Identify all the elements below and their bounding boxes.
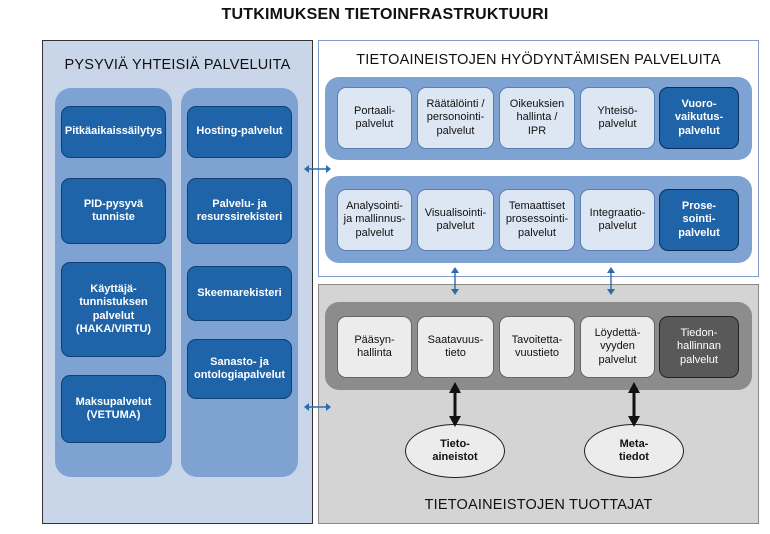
service-resource-registry: Palvelu- ja resurssirekisteri [187,178,292,244]
service-data-management: Tiedon- hallinnan palvelut [659,316,739,378]
double-arrow-left-bottom [304,403,331,411]
service-personalization: Räätälöinti / personointi- palvelut [417,87,494,149]
service-hosting: Hosting-palvelut [187,106,292,158]
double-arrow-vertical-1 [451,267,459,295]
service-availability-info: Saatavuus- tieto [417,316,494,378]
oval-metadata: Meta- tiedot [584,424,684,478]
service-persistent-identifier: PID-pysyvä tunniste [61,178,166,244]
double-arrow-datasets [449,382,461,427]
service-user-authentication: Käyttäjä- tunnistuksen palvelut (HAKA/VI… [61,262,166,357]
double-arrow-left-top [304,165,331,173]
service-portal: Portaali- palvelut [337,87,412,149]
panel-utilization-heading: TIETOAINEISTOJEN HYÖDYNTÄMISEN PALVELUIT… [356,52,721,68]
service-access-control: Pääsyn- hallinta [337,316,412,378]
double-arrow-metadata [628,382,640,427]
service-interaction: Vuoro- vaikutus- palvelut [659,87,739,149]
service-vocabulary-ontology: Sanasto- ja ontologiapalvelut [187,339,292,399]
panel-shared-services-heading: PYSYVIÄ YHTEISIÄ PALVELUITA [64,57,291,73]
service-integration: Integraatio- palvelut [580,189,655,251]
service-visualization: Visualisointi- palvelut [417,189,494,251]
diagram-title: TUTKIMUKSEN TIETOINFRASTRUKTUURI [221,6,549,23]
service-discoverability: Löydettä- vyyden palvelut [580,316,655,378]
double-arrow-vertical-2 [607,267,615,295]
service-community: Yhteisö- palvelut [580,87,655,149]
service-processing: Prose- sointi- palvelut [659,189,739,251]
service-thematic-processing: Temaattiset prosessointi- palvelut [499,189,575,251]
service-payment: Maksupalvelut (VETUMA) [61,375,166,443]
panel-data-producers-heading: TIETOAINEISTOJEN TUOTTAJAT [424,497,653,513]
service-analysis-modelling: Analysointi- ja mallinnus- palvelut [337,189,412,251]
service-schema-registry: Skeemarekisteri [187,266,292,321]
service-rights-management: Oikeuksien hallinta / IPR [499,87,575,149]
service-reachability-info: Tavoitetta- vuustieto [499,316,575,378]
service-long-term-preservation: Pitkäaikaissäilytys [61,106,166,158]
